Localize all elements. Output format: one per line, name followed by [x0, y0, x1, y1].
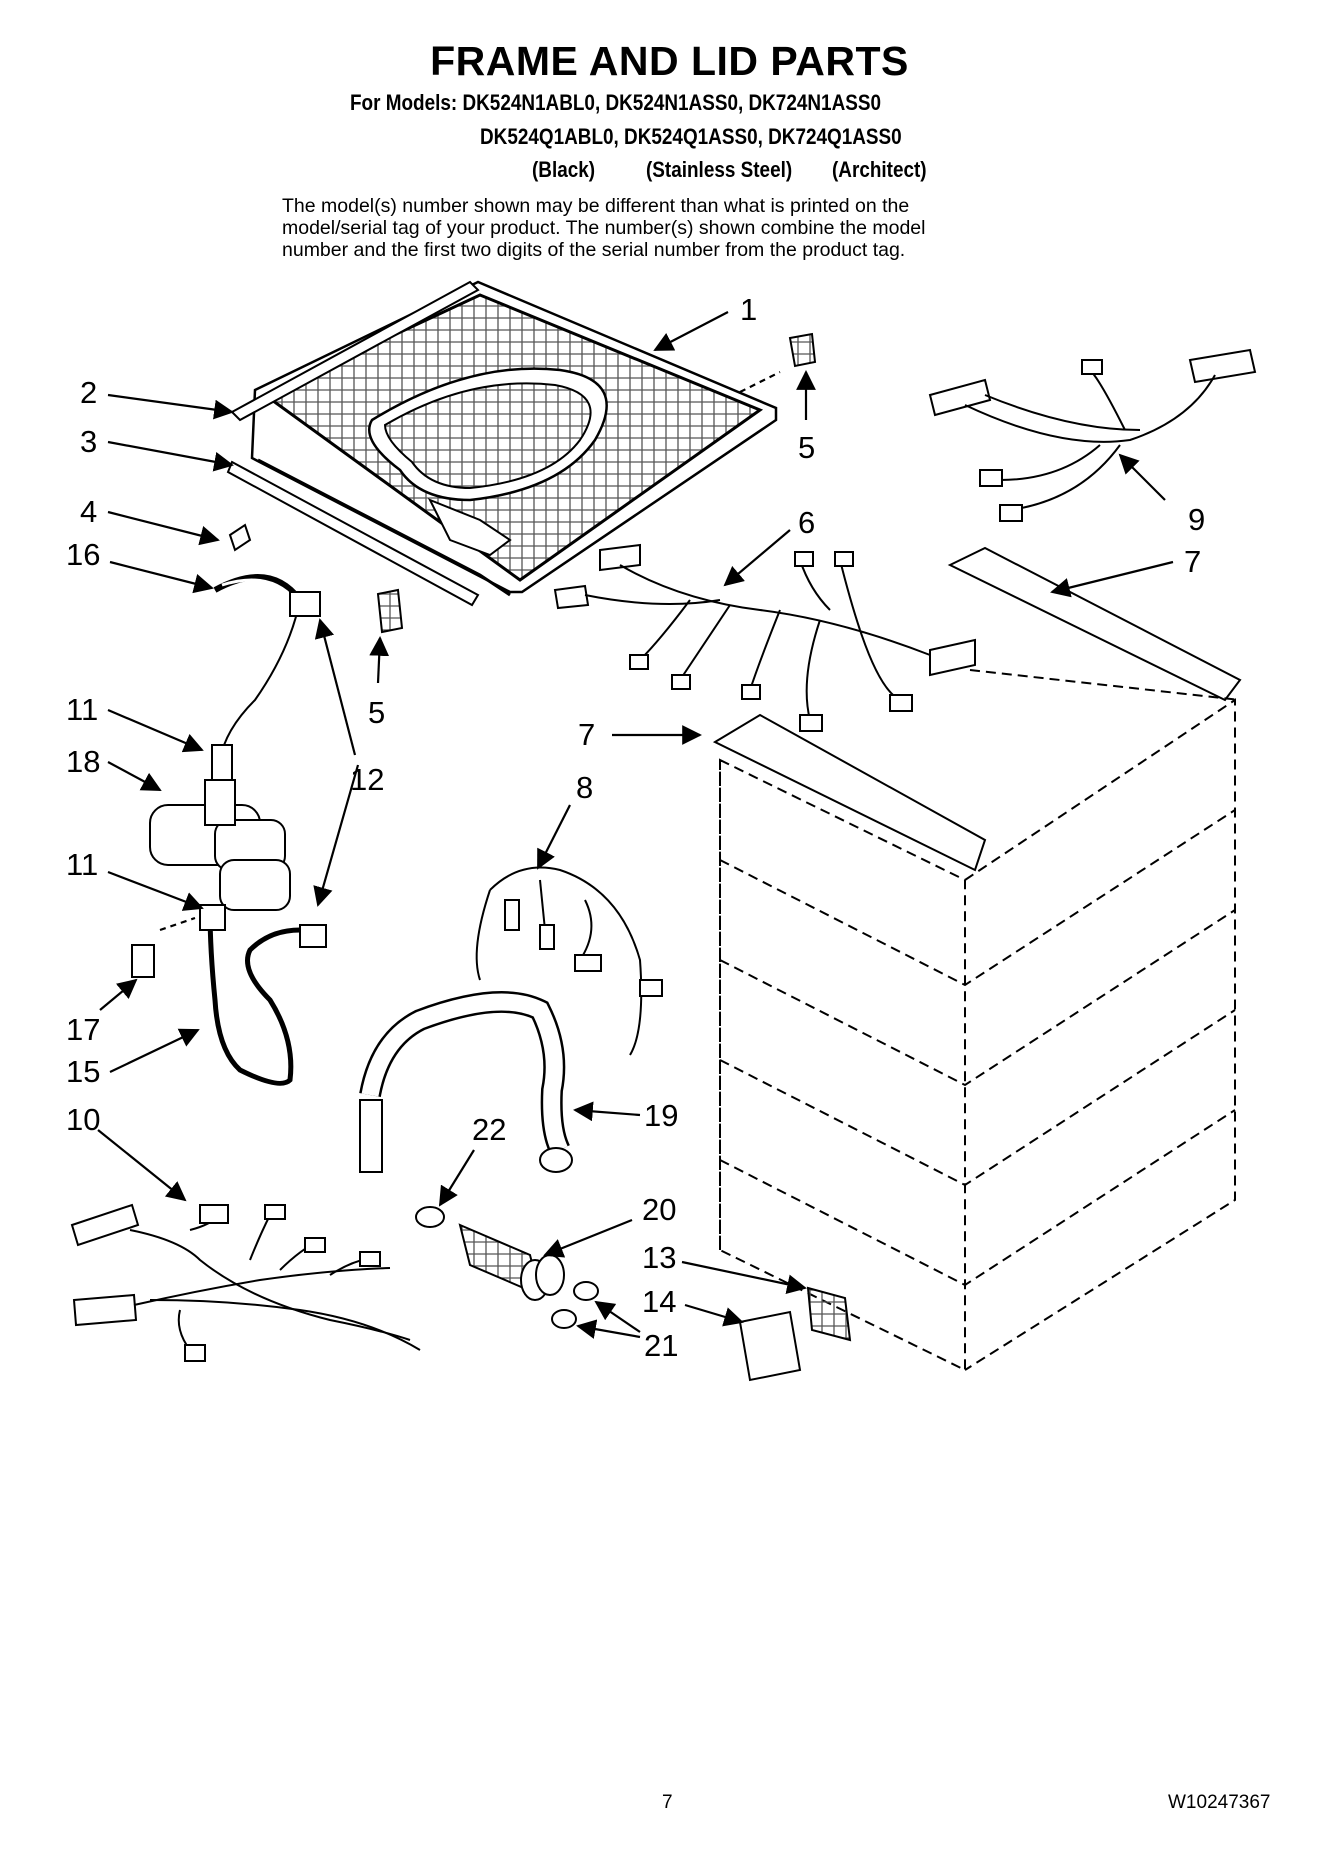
callout-8: 8 [576, 770, 593, 805]
color-architect: (Architect) [832, 157, 927, 182]
part-20-coupling [415, 1206, 599, 1329]
part-13-14-brackets [738, 1286, 852, 1382]
callout-2: 2 [80, 375, 97, 410]
part-10-wire-harness [70, 1203, 421, 1362]
callout-13: 13 [642, 1240, 676, 1275]
leader-lines [97, 311, 1174, 1339]
part-lid-frame [250, 280, 778, 597]
models-line-1: For Models: DK524N1ABL0, DK524N1ASS0, DK… [350, 90, 881, 115]
part-water-valve [131, 574, 327, 1086]
callout-18: 18 [66, 744, 100, 779]
callout-11a: 11 [66, 692, 98, 727]
color-stainless-steel: (Stainless Steel) [646, 157, 793, 182]
callout-20: 20 [642, 1192, 676, 1227]
page-title: FRAME AND LID PARTS [430, 38, 909, 84]
part-6-wire-harness [553, 543, 976, 732]
callout-9: 9 [1188, 502, 1205, 537]
callout-numbers: 1 2 3 4 5 5 6 7 7 8 9 10 11 11 12 13 14 … [66, 292, 1205, 1363]
part-9-wire-harness [928, 348, 1257, 522]
color-black: (Black) [532, 157, 596, 182]
callout-7a: 7 [1184, 544, 1201, 579]
note-line-2: model/serial tag of your product. The nu… [282, 217, 926, 239]
note-line-1: The model(s) number shown may be differe… [282, 195, 910, 217]
callout-5a: 5 [798, 430, 815, 465]
callout-22: 22 [472, 1112, 506, 1147]
callout-11b: 11 [66, 847, 98, 882]
callout-7b: 7 [578, 717, 595, 752]
callout-16: 16 [66, 537, 100, 572]
callout-5b: 5 [368, 695, 385, 730]
part-4-grommet [228, 523, 252, 552]
document-number: W10247367 [1168, 1792, 1271, 1813]
callout-10: 10 [66, 1102, 100, 1137]
callout-1: 1 [740, 292, 757, 327]
part-8-wire-harness [475, 866, 663, 1056]
callout-15: 15 [66, 1054, 100, 1089]
part-tub-frame [719, 669, 1241, 1372]
part-7-brackets [712, 546, 1242, 872]
part-19-drain-hose [359, 991, 573, 1173]
callout-17: 17 [66, 1012, 100, 1047]
part-5-clips [376, 332, 817, 634]
callout-19: 19 [644, 1098, 678, 1133]
callout-6: 6 [798, 505, 815, 540]
callout-4: 4 [80, 494, 97, 529]
models-line-2: DK524Q1ABL0, DK524Q1ASS0, DK724Q1ASS0 [480, 124, 902, 149]
callout-12: 12 [350, 762, 384, 797]
callout-14: 14 [642, 1284, 676, 1319]
note-line-3: number and the first two digits of the s… [282, 239, 906, 261]
callout-21: 21 [644, 1328, 678, 1363]
model-number-note: The model(s) number shown may be differe… [282, 195, 1082, 261]
callout-3: 3 [80, 424, 97, 459]
page-number: 7 [662, 1792, 673, 1813]
